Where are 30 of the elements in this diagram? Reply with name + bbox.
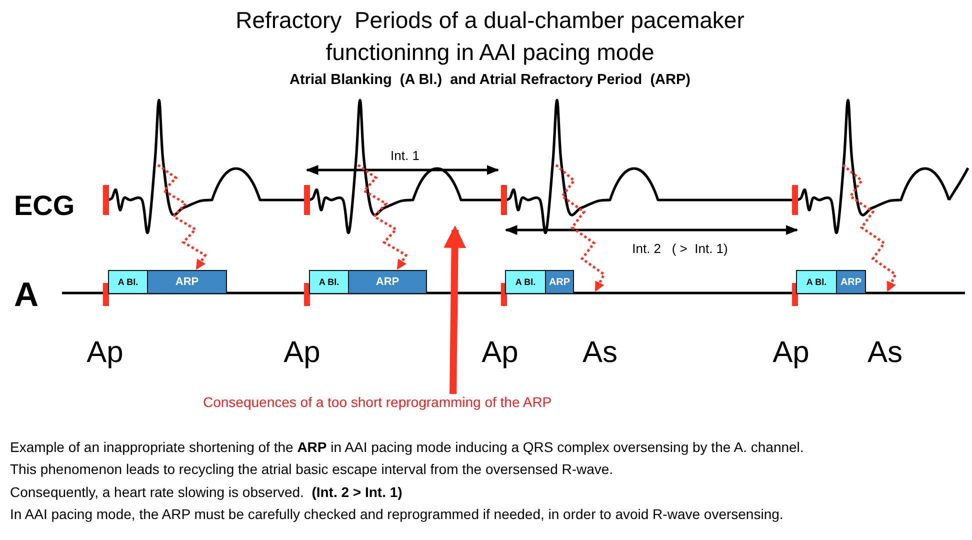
blanking-period-bar: A Bl. bbox=[108, 270, 148, 294]
blanking-period-bar: A Bl. bbox=[505, 270, 546, 294]
event-label: Ap bbox=[772, 336, 810, 370]
explanation-text: Consequently, a heart rate slowing is observed. (Int. 2 > Int. 1) bbox=[10, 484, 402, 500]
refractory-period-bar: ARP bbox=[545, 270, 574, 294]
blanking-period-bar: A Bl. bbox=[309, 270, 349, 294]
refractory-period-bar: ARP bbox=[836, 270, 866, 294]
interval-label: Int. 1 bbox=[390, 148, 420, 163]
refractory-period-bar: ARP bbox=[348, 270, 427, 294]
explanation-text: In AAI pacing mode, the ARP must be carefully checked and reprogrammed if needed, in order to avoid R-wave oversensing. bbox=[10, 506, 784, 522]
interval-label: Int. 2 ( > Int. 1) bbox=[632, 241, 728, 256]
sensing-arrow bbox=[555, 164, 606, 292]
event-label: Ap bbox=[482, 336, 518, 370]
channel-label: ECG bbox=[14, 190, 75, 222]
caption-text: Consequences of a too short reprogramming of the ARP bbox=[203, 394, 552, 410]
sensing-arrow bbox=[157, 164, 207, 270]
refractory-period-bar: ARP bbox=[147, 270, 227, 294]
explanation-text: Example of an inappropriate shortening of the ARP in AAI pacing mode inducing a QRS complex oversensing by the A. channel. bbox=[10, 439, 804, 455]
pointer-arrow bbox=[444, 226, 466, 394]
event-label: Ap bbox=[284, 336, 320, 370]
title: Refractory Periods of a dual-chamber pacemaker functioninng in AAI pacing mode bbox=[234, 6, 746, 67]
channel-label: A bbox=[14, 276, 39, 315]
event-label: As bbox=[582, 336, 618, 370]
event-label: As bbox=[868, 336, 902, 370]
explanation-text: This phenomenon leads to recycling the atrial basic escape interval from the oversensed R-wave. bbox=[10, 461, 614, 477]
sensing-arrow bbox=[842, 164, 897, 292]
event-label: Ap bbox=[86, 336, 124, 370]
blanking-period-bar: A Bl. bbox=[796, 270, 837, 294]
sensing-arrow bbox=[357, 164, 408, 270]
subtitle: Atrial Blanking (A Bl.) and Atrial Refractory Period (ARP) bbox=[290, 72, 690, 88]
